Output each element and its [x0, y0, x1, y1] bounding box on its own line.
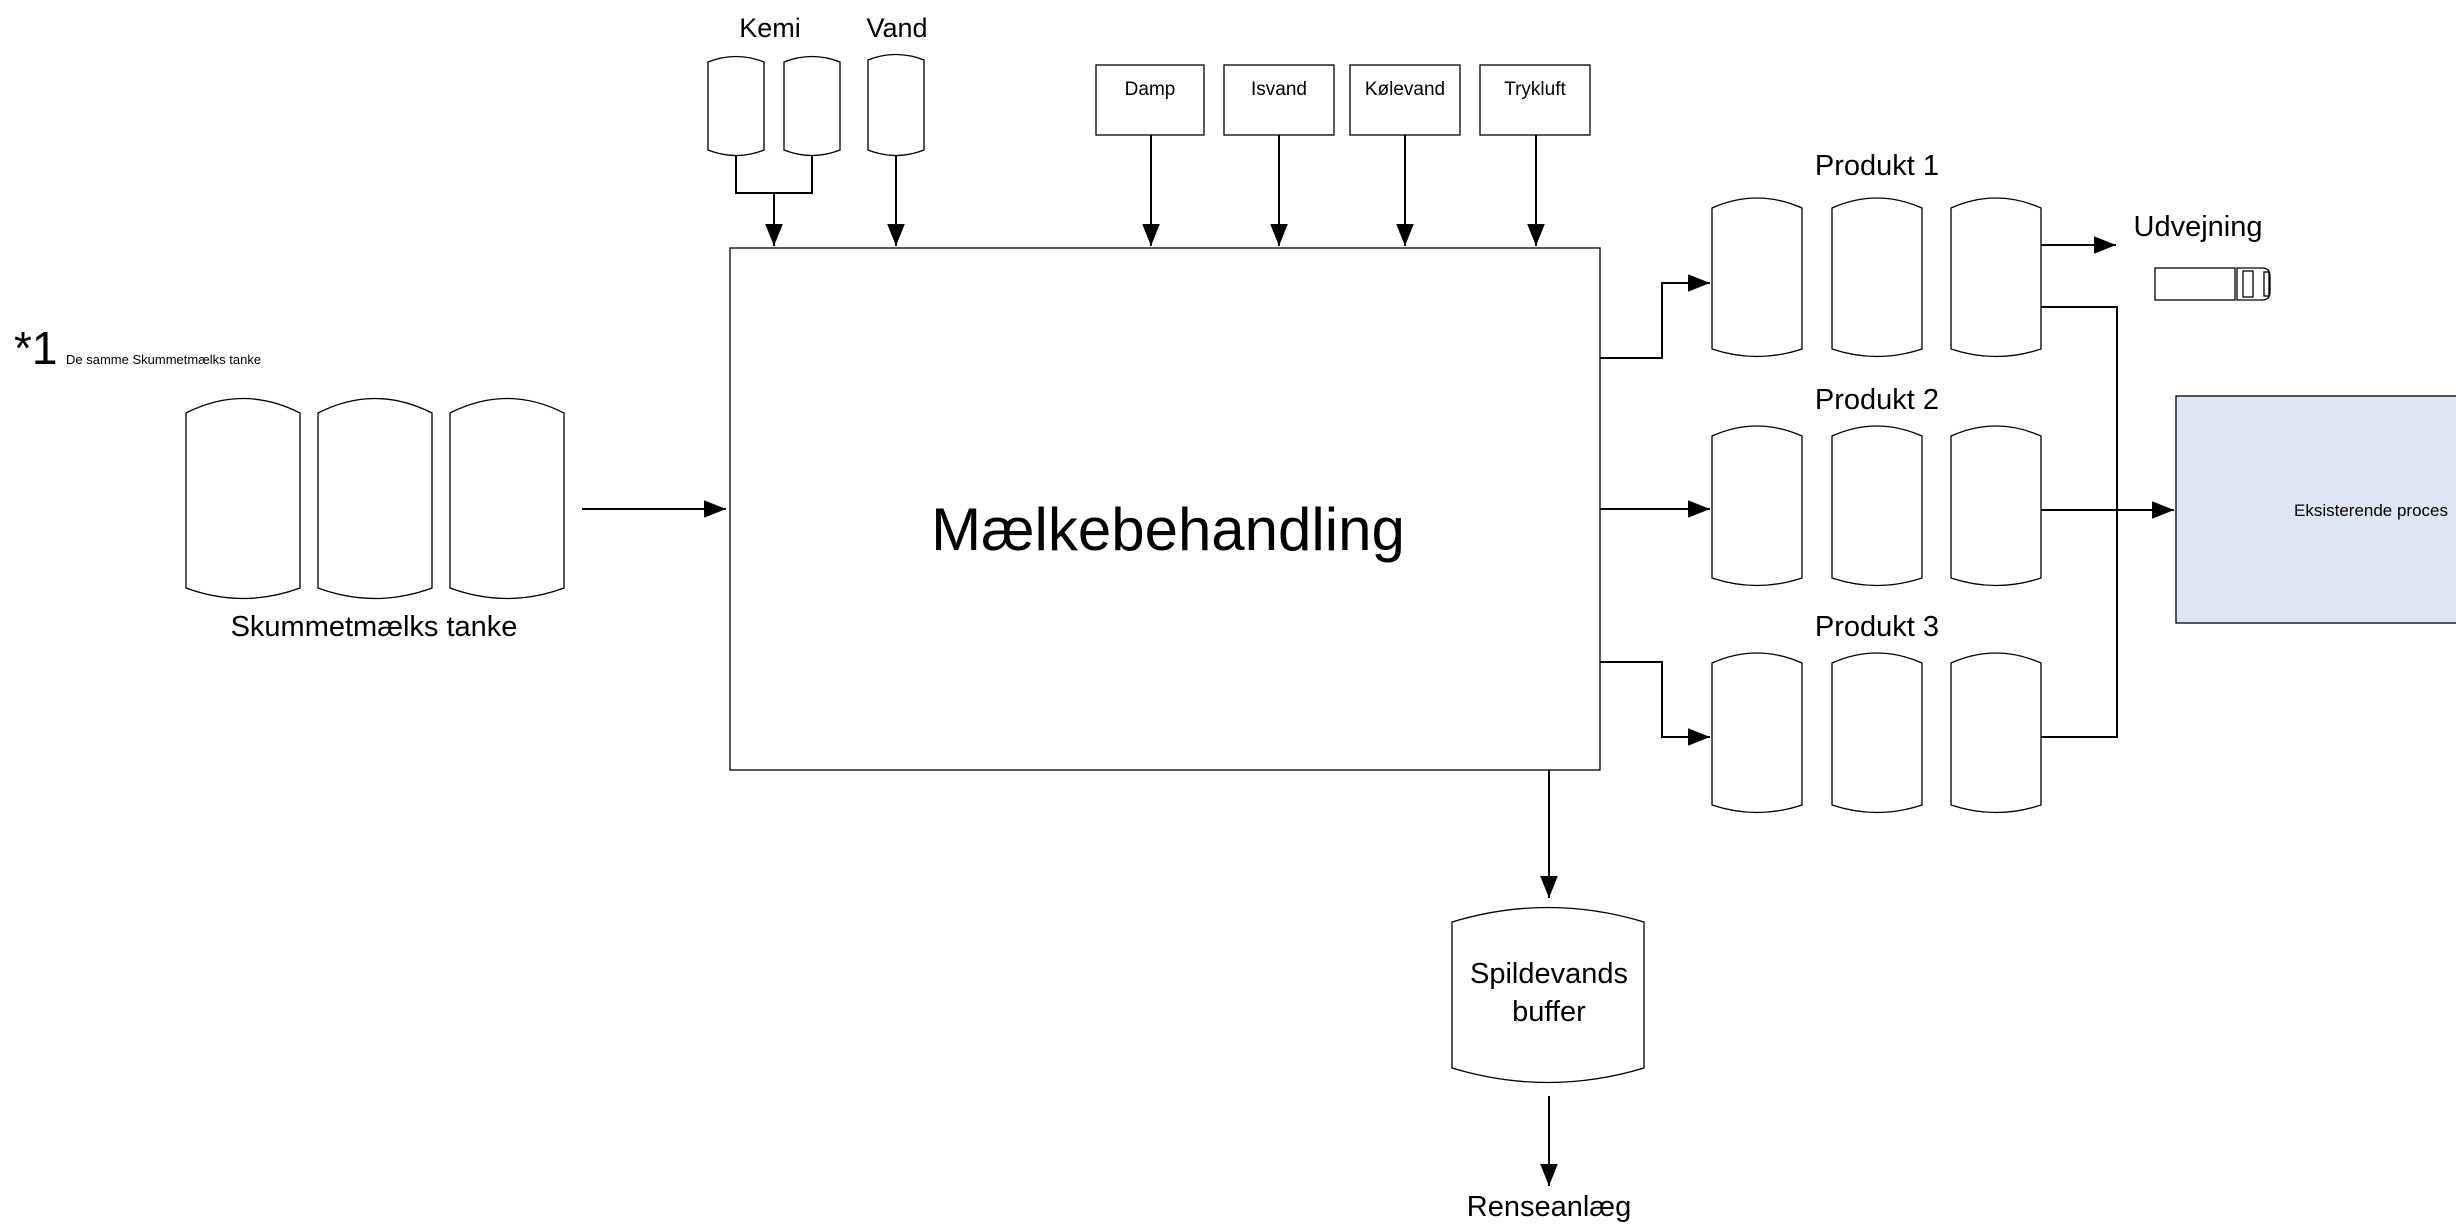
product-2-label: Produkt 2 [1815, 384, 1939, 416]
kemi-label: Kemi [739, 13, 801, 43]
weighing-label: Udvejning [2134, 211, 2263, 243]
product-1-tank-3 [1950, 197, 2042, 358]
product-1-tanks [1711, 197, 2042, 358]
main-process-label: Mælkebehandling [931, 496, 1405, 563]
truck-icon [2154, 267, 2271, 301]
treatment-label: Renseanlæg [1467, 1191, 1631, 1223]
chemical-tank-group [707, 53, 925, 157]
source-tank-1 [185, 397, 301, 600]
damp-label: Damp [1125, 79, 1176, 100]
kolevand-box [1349, 64, 1461, 136]
source-tank-3 [449, 397, 565, 600]
waste-buffer-tank [1451, 906, 1645, 1084]
product-1-label: Produkt 1 [1815, 150, 1939, 182]
isvand-label: Isvand [1251, 79, 1307, 100]
product-1-tank-2 [1831, 197, 1923, 358]
source-tank-2 [317, 397, 433, 600]
product-3-label: Produkt 3 [1815, 611, 1939, 643]
source-tank-group [185, 397, 565, 600]
kemi-tank-1 [707, 55, 765, 157]
product-2-tank-3 [1950, 425, 2042, 587]
waste-buffer-line2: buffer [1512, 996, 1586, 1028]
utility-group [1095, 64, 1591, 136]
product-2-tanks [1711, 425, 2042, 587]
vand-label: Vand [866, 13, 927, 43]
product-1-feed [1600, 274, 1710, 359]
product-3-tank-3 [1950, 652, 2042, 814]
source-tanks-label: Skummetmælks tanke [231, 611, 518, 643]
product-3-feed [1600, 661, 1710, 746]
trykluft-box [1479, 64, 1591, 136]
damp-box [1095, 64, 1205, 136]
footnote-text: De samme Skummetmælks tanke [66, 352, 261, 367]
product-1-to-existing [2041, 306, 2118, 738]
existing-process-box [2175, 395, 2456, 624]
product-3-tanks [1711, 652, 2042, 814]
kemi-tank-2 [783, 55, 841, 157]
product-3-tank-2 [1831, 652, 1923, 814]
product-1-tank-1 [1711, 197, 1803, 358]
waste-buffer-line1: Spildevands [1470, 958, 1628, 990]
vand-tank [867, 53, 925, 157]
trykluft-label: Trykluft [1504, 79, 1566, 100]
product-3-tank-1 [1711, 652, 1803, 814]
kemi-connector [735, 156, 813, 194]
footnote-marker: *1 [14, 322, 57, 374]
kolevand-label: Kølevand [1365, 79, 1445, 100]
isvand-box [1223, 64, 1335, 136]
existing-process-label: Eksisterende proces [2294, 501, 2448, 520]
main-process-box [729, 247, 1601, 771]
product-2-tank-2 [1831, 425, 1923, 587]
product-2-tank-1 [1711, 425, 1803, 587]
